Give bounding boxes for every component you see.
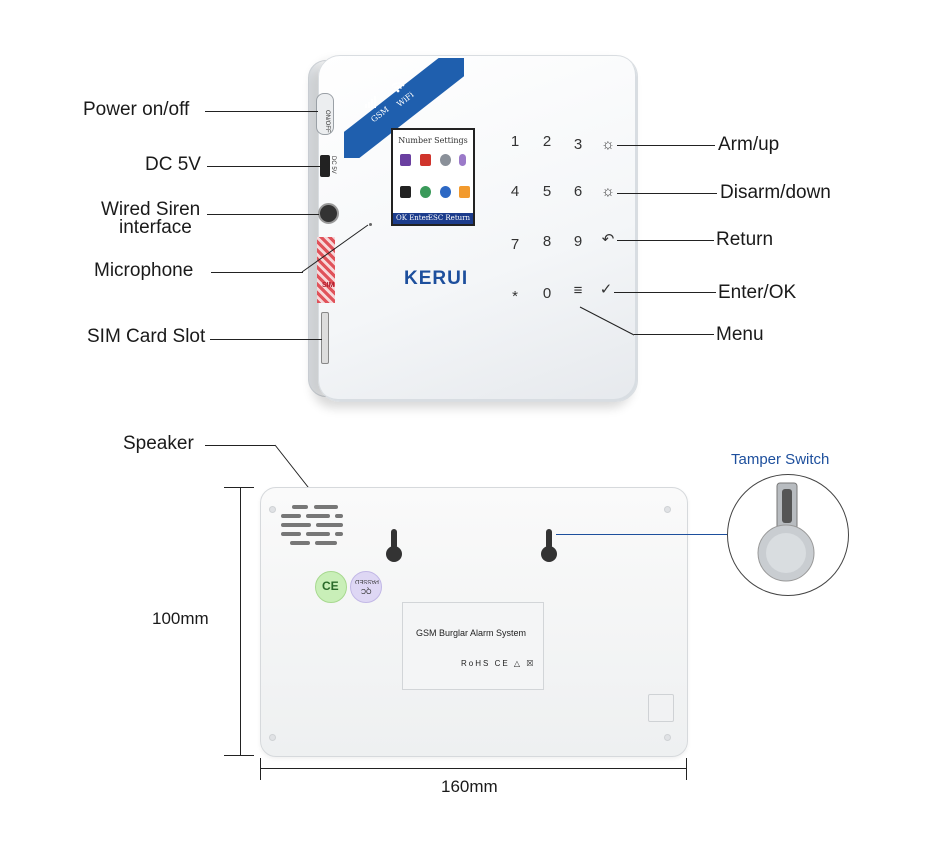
key-0[interactable]: 0 bbox=[542, 285, 552, 302]
height-dimension-line bbox=[240, 487, 241, 755]
callout-disarm-line bbox=[617, 193, 717, 194]
tamper-callout-line bbox=[556, 534, 727, 535]
callout-menu-diagonal bbox=[579, 306, 635, 336]
ce-badge-text: CE bbox=[322, 579, 339, 593]
qc-badge-bottom-text: QC bbox=[361, 587, 372, 594]
gsm-wifi-ribbon: GSM WiFi bbox=[344, 58, 464, 158]
key-star[interactable]: * bbox=[512, 288, 518, 305]
callout-speaker-line bbox=[205, 445, 275, 446]
width-dimension-label: 160mm bbox=[441, 777, 498, 796]
callout-microphone-diagonal bbox=[301, 224, 369, 273]
key-5[interactable]: 5 bbox=[542, 183, 552, 200]
siren-jack bbox=[318, 203, 339, 224]
qc-passed-badge: PASSED QC bbox=[350, 571, 382, 603]
power-port-label: ON/OFF bbox=[324, 110, 330, 133]
wifi-settings-icon bbox=[440, 186, 451, 198]
key-disarm[interactable]: ☼ bbox=[601, 183, 615, 200]
microphone-hole bbox=[369, 223, 372, 226]
callout-enter-line bbox=[614, 292, 716, 293]
sim-sticker-label: SIM bbox=[322, 282, 335, 289]
key-arm[interactable]: ☼ bbox=[601, 136, 615, 153]
callout-dc-line bbox=[207, 166, 320, 167]
mic-icon bbox=[459, 154, 466, 166]
callout-menu: Menu bbox=[716, 324, 764, 345]
corner-screw bbox=[664, 506, 671, 513]
clock-icon bbox=[420, 186, 431, 198]
wall-mount-keyhole bbox=[541, 529, 557, 562]
callout-enter: Enter/OK bbox=[718, 282, 797, 303]
ce-badge: CE bbox=[315, 571, 347, 603]
compliance-marks: RoHS CE △ ☒ bbox=[461, 659, 536, 668]
callout-menu-line bbox=[634, 334, 714, 335]
callout-power: Power on/off bbox=[83, 99, 190, 120]
product-label: GSM Burglar Alarm System RoHS CE △ ☒ bbox=[402, 602, 544, 690]
callout-speaker: Speaker bbox=[123, 433, 194, 454]
width-dimension-line bbox=[260, 768, 686, 769]
key-2[interactable]: 2 bbox=[542, 133, 552, 150]
height-dimension-cap-bottom bbox=[224, 755, 254, 756]
callout-return-line bbox=[617, 240, 714, 241]
dc-port-label: DC 5V bbox=[330, 156, 336, 174]
corner-screw bbox=[269, 734, 276, 741]
key-7[interactable]: 7 bbox=[510, 236, 520, 253]
screen-esc-label: ESC Return bbox=[427, 214, 470, 222]
screen-ok-label: OK Enter bbox=[396, 214, 430, 222]
lcd-screen: Number Settings OK Enter ESC Return bbox=[391, 128, 475, 226]
sim-sticker bbox=[317, 237, 335, 303]
callout-microphone: Microphone bbox=[94, 260, 194, 281]
callout-sim-slot-line bbox=[210, 339, 322, 340]
key-3[interactable]: 3 bbox=[573, 136, 583, 153]
callout-siren-line1: Wired Siren bbox=[101, 199, 201, 220]
tamper-switch-icon bbox=[757, 482, 815, 582]
callout-arm: Arm/up bbox=[718, 134, 780, 155]
qc-badge-top-text: PASSED bbox=[355, 578, 379, 584]
callout-disarm: Disarm/down bbox=[720, 182, 831, 203]
callout-microphone-line bbox=[211, 272, 303, 273]
product-label-title: GSM Burglar Alarm System bbox=[416, 628, 527, 638]
callout-arm-line bbox=[617, 145, 715, 146]
callout-dc: DC 5V bbox=[145, 154, 201, 175]
signal-icon bbox=[365, 96, 376, 108]
screen-softkey-bar: OK Enter ESC Return bbox=[393, 213, 473, 224]
height-dimension-cap-top bbox=[224, 487, 254, 488]
key-1[interactable]: 1 bbox=[510, 133, 520, 150]
callout-power-line bbox=[205, 111, 318, 112]
mail-icon bbox=[459, 186, 470, 198]
callout-siren-line2: interface bbox=[119, 217, 192, 238]
key-4[interactable]: 4 bbox=[510, 183, 520, 200]
corner-screw bbox=[664, 734, 671, 741]
back-sim-cover bbox=[648, 694, 674, 722]
wall-mount-keyhole bbox=[386, 529, 402, 562]
phonebook-icon bbox=[400, 154, 411, 166]
height-dimension-label: 100mm bbox=[152, 609, 209, 628]
key-6[interactable]: 6 bbox=[573, 183, 583, 200]
gear-icon bbox=[440, 154, 451, 166]
screen-title: Number Settings bbox=[398, 136, 468, 145]
power-switch[interactable] bbox=[316, 93, 334, 135]
safe-icon bbox=[400, 186, 411, 198]
tamper-switch-title: Tamper Switch bbox=[731, 451, 830, 468]
width-dimension-cap-right bbox=[686, 758, 687, 780]
key-return[interactable]: ↶ bbox=[601, 231, 615, 248]
dc-port bbox=[320, 155, 330, 177]
callout-return: Return bbox=[716, 229, 774, 250]
key-menu[interactable]: ≡ bbox=[573, 282, 583, 299]
sim-card-slot[interactable] bbox=[321, 312, 329, 364]
brand-logo: KERUI bbox=[404, 268, 469, 289]
callout-siren-line bbox=[207, 214, 319, 215]
tamper-switch-closeup bbox=[727, 474, 849, 596]
wifi-icon bbox=[391, 82, 405, 93]
key-9[interactable]: 9 bbox=[573, 233, 583, 250]
corner-screw bbox=[269, 506, 276, 513]
key-enter[interactable]: ✓ bbox=[599, 281, 613, 298]
key-8[interactable]: 8 bbox=[542, 233, 552, 250]
gift-icon bbox=[420, 154, 431, 166]
width-dimension-cap-left bbox=[260, 758, 261, 780]
callout-sim-slot: SIM Card Slot bbox=[87, 326, 206, 347]
